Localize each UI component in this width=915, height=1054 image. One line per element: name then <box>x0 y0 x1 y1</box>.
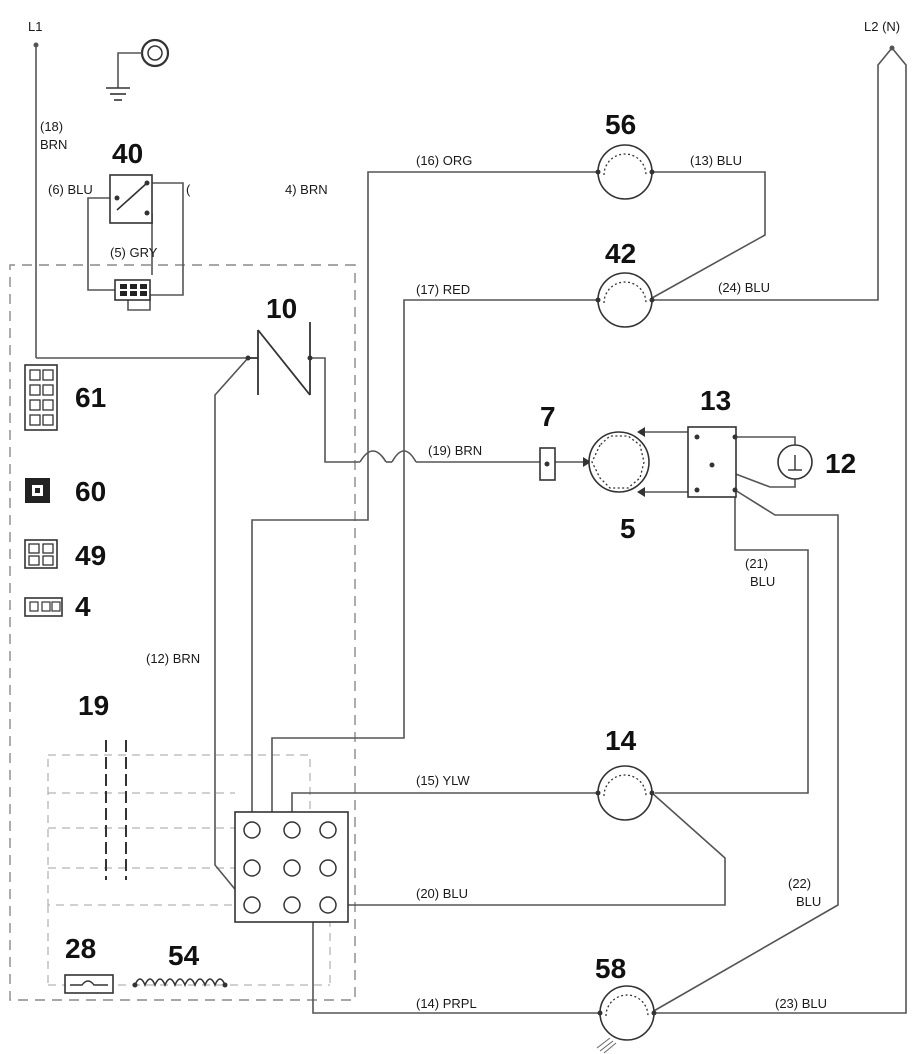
label-54: 54 <box>168 940 200 971</box>
wire-label-20: (20) BLU <box>416 886 468 901</box>
label-40: 40 <box>112 138 143 169</box>
component-19 <box>105 740 127 880</box>
ground-symbol <box>106 38 170 101</box>
control-box-outline <box>9 264 356 1001</box>
component-13-relay <box>687 426 738 498</box>
wire-label-15: (15) YLW <box>416 773 470 788</box>
wire-label-22-num: (22) <box>788 876 811 891</box>
wire-label-6: (6) BLU <box>48 182 93 197</box>
component-54-coil <box>132 978 228 988</box>
label-19: 19 <box>78 690 109 721</box>
component-40-switch <box>109 174 153 224</box>
component-7-sensor <box>539 447 556 481</box>
wire-label-16: (16) ORG <box>416 153 472 168</box>
label-10: 10 <box>266 293 297 324</box>
terminal-l2: L2 (N) <box>864 19 900 51</box>
component-14-motor <box>595 765 655 821</box>
wire-label-22-color: BLU <box>796 894 821 909</box>
wire-label-13: (13) BLU <box>690 153 742 168</box>
component-10-breaker <box>245 322 313 396</box>
wire-label-18-color: BRN <box>40 137 67 152</box>
label-5: 5 <box>620 513 636 544</box>
component-61-connector <box>24 364 58 431</box>
wire-label-21-color: BLU <box>750 574 775 589</box>
label-49: 49 <box>75 540 106 571</box>
label-7: 7 <box>540 401 556 432</box>
component-60-connector <box>25 478 50 503</box>
component-4-connector <box>24 597 63 617</box>
wire-label-4-paren: ( <box>186 182 191 197</box>
wire-label-14: (14) PRPL <box>416 996 477 1011</box>
terminal-l1-label: L1 <box>28 19 42 34</box>
wire-label-5: (5) GRY <box>110 245 158 260</box>
wire-label-18-num: (18) <box>40 119 63 134</box>
wire-label-19: (19) BRN <box>428 443 482 458</box>
wire-label-23: (23) BLU <box>775 996 827 1011</box>
label-42: 42 <box>605 238 636 269</box>
label-60: 60 <box>75 476 106 507</box>
component-40-connector <box>114 279 151 301</box>
component-28 <box>64 974 114 994</box>
component-labels: 40 10 56 42 7 13 12 5 61 60 49 4 19 14 2… <box>65 109 856 984</box>
wire-label-17: (17) RED <box>416 282 470 297</box>
component-58-motor <box>596 985 657 1054</box>
wire-label-4: 4) BRN <box>285 182 328 197</box>
wire-label-24: (24) BLU <box>718 280 770 295</box>
component-5-motor <box>588 431 650 493</box>
component-12-lamp <box>777 444 813 480</box>
label-14: 14 <box>605 725 637 756</box>
wire-label-12: (12) BRN <box>146 651 200 666</box>
wire-labels: (18) BRN (6) BLU ( 4) BRN (5) GRY (16) O… <box>40 119 827 1011</box>
component-56-motor <box>595 144 655 200</box>
label-61: 61 <box>75 382 106 413</box>
label-58: 58 <box>595 953 626 984</box>
label-12: 12 <box>825 448 856 479</box>
label-13: 13 <box>700 385 731 416</box>
terminal-l1: L1 <box>28 19 42 48</box>
wire-label-21-num: (21) <box>745 556 768 571</box>
terminal-block <box>234 811 349 923</box>
label-28: 28 <box>65 933 96 964</box>
terminal-l2-label: L2 (N) <box>864 19 900 34</box>
label-4: 4 <box>75 591 91 622</box>
label-56: 56 <box>605 109 636 140</box>
component-42-motor <box>595 272 655 328</box>
component-49-connector <box>24 539 58 569</box>
